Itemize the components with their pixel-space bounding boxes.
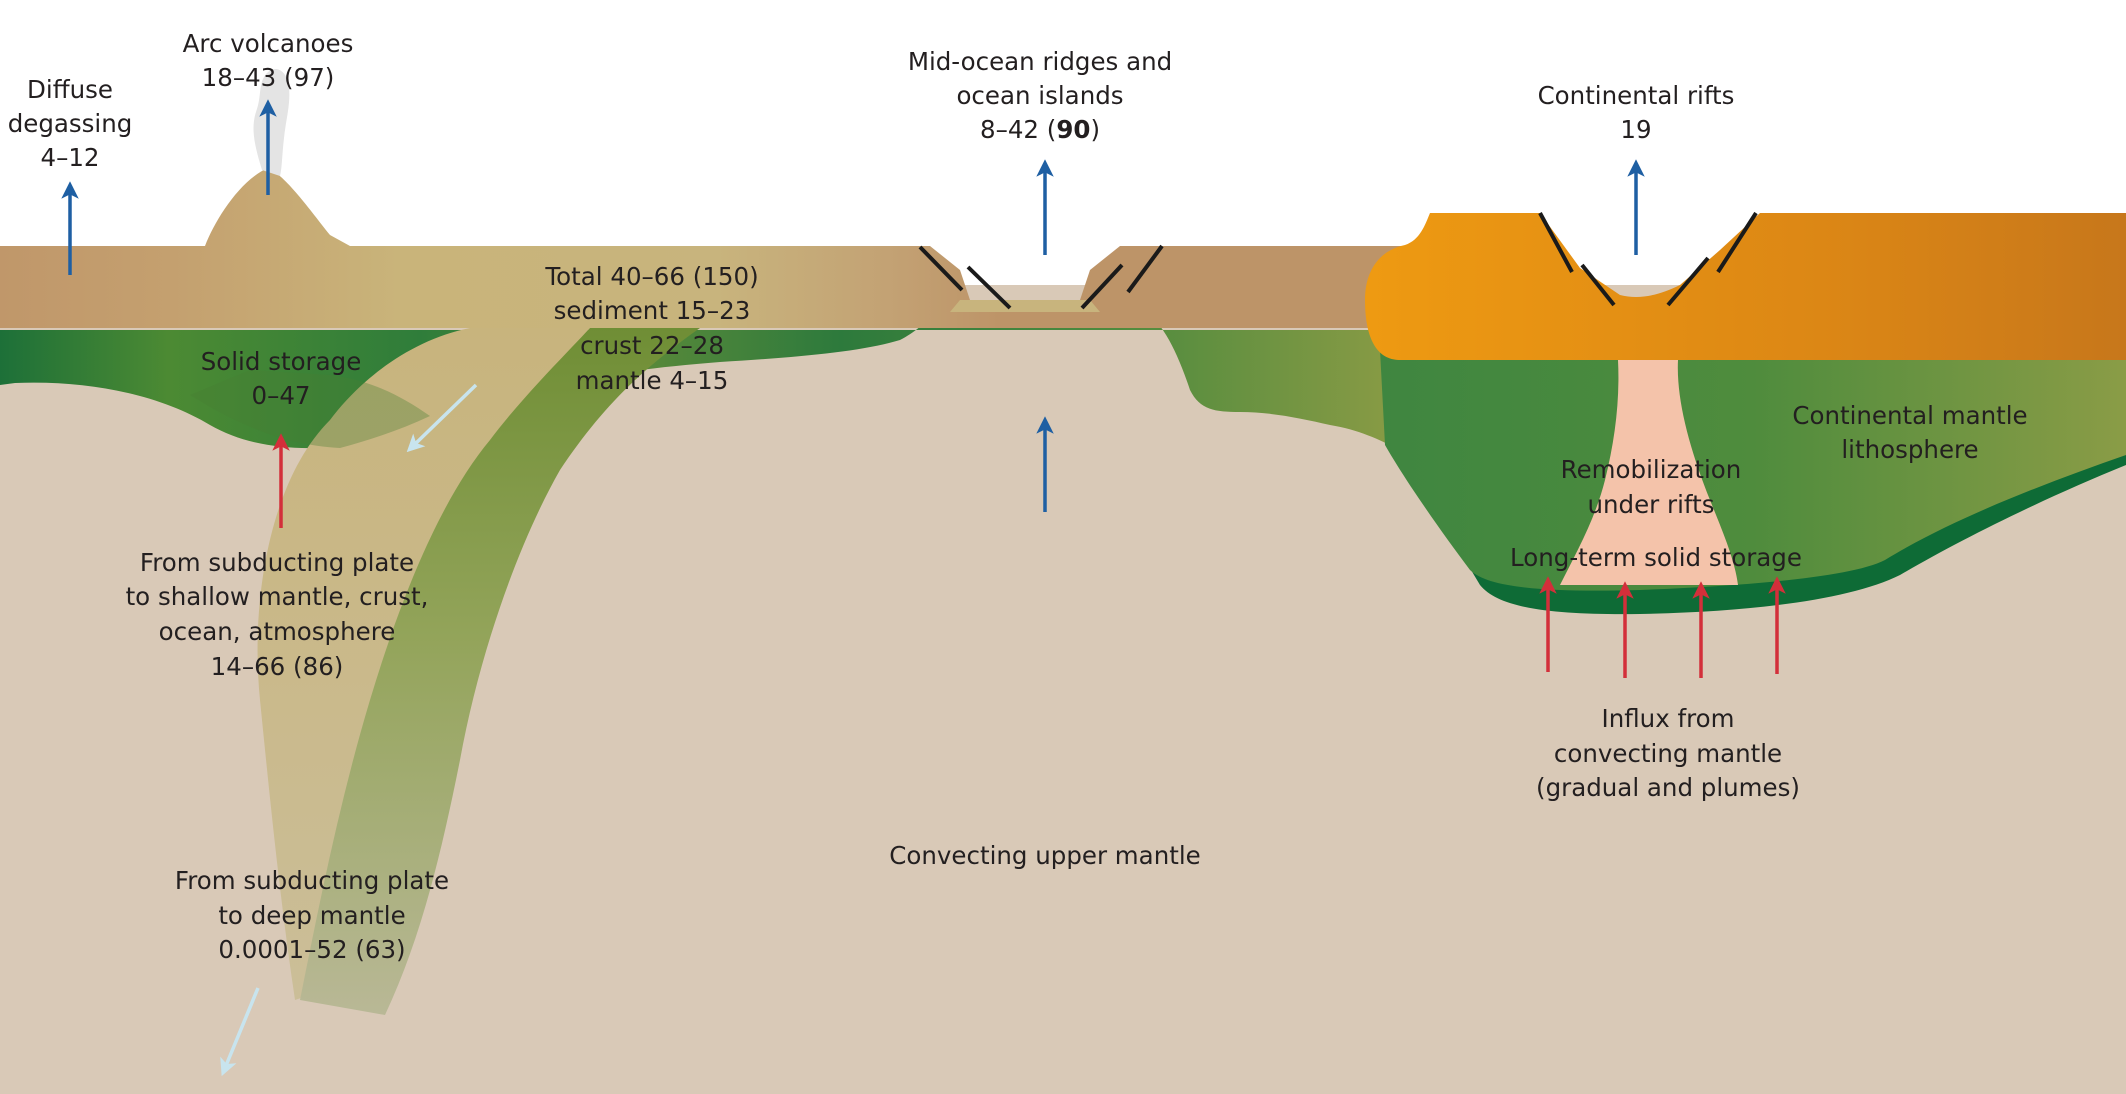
solid-storage-value: 0–47 bbox=[251, 381, 310, 410]
long-term-storage-label: Long-term solid storage bbox=[1510, 543, 1802, 572]
rift-faults bbox=[1538, 211, 1758, 307]
subduction-sediment-label: sediment 15–23 bbox=[554, 296, 751, 325]
subducting-lithosphere bbox=[300, 328, 700, 1015]
shallow-return-label: to shallow mantle, crust, bbox=[126, 582, 429, 611]
influx-label: (gradual and plumes) bbox=[1536, 773, 1800, 802]
continental-mantle-lithosphere-label: lithosphere bbox=[1841, 435, 1978, 464]
mid-ocean-ridges-label: Mid-ocean ridges and bbox=[908, 47, 1172, 76]
continental-rifts-value: 19 bbox=[1620, 115, 1651, 144]
shallow-return-value: 14–66 (86) bbox=[211, 652, 344, 681]
volcano-smoke-plume bbox=[253, 68, 290, 176]
diffuse-degassing-label: Diffuse bbox=[27, 75, 113, 104]
convecting-mantle-label: Convecting upper mantle bbox=[889, 841, 1200, 870]
diffuse-degassing-value: 4–12 bbox=[40, 143, 99, 172]
influx-label: convecting mantle bbox=[1554, 739, 1782, 768]
rift-plume bbox=[1560, 360, 1738, 585]
subduction-arrows bbox=[220, 383, 478, 1077]
continental-mantle-lithosphere-label: Continental mantle bbox=[1792, 401, 2027, 430]
solid-storage-label: Solid storage bbox=[201, 347, 362, 376]
influx-label: Influx from bbox=[1601, 704, 1734, 733]
mid-ocean-ridges-value: 8–42 (90) bbox=[980, 115, 1100, 144]
deep-mantle-label: to deep mantle bbox=[218, 901, 405, 930]
subduction-arrow-deep bbox=[220, 987, 260, 1077]
arc-volcanoes-label: Arc volcanoes bbox=[183, 29, 354, 58]
labels: Diffuse degassing 4–12 Arc volcanoes 18–… bbox=[8, 29, 2028, 964]
deep-mantle-label: From subducting plate bbox=[175, 866, 449, 895]
diffuse-degassing-label: degassing bbox=[8, 109, 133, 138]
influx-arrows bbox=[272, 433, 1786, 678]
solid-storage-wedge bbox=[190, 370, 430, 448]
continental-mantle-lithosphere bbox=[1380, 340, 2126, 591]
degassing-arrows bbox=[61, 99, 1645, 512]
remobilization-label: Remobilization bbox=[1561, 455, 1742, 484]
ridge-faults bbox=[918, 244, 1164, 310]
ridge-crest bbox=[950, 300, 1100, 312]
subduction-crust-label: crust 22–28 bbox=[580, 331, 724, 360]
surface-crust bbox=[0, 168, 1430, 328]
subduction-mantle-label: mantle 4–15 bbox=[576, 366, 729, 395]
remobilization-label: under rifts bbox=[1588, 490, 1715, 519]
continent bbox=[1365, 213, 2126, 360]
deep-mantle-value: 0.0001–52 (63) bbox=[218, 935, 405, 964]
shallow-return-label: ocean, atmosphere bbox=[159, 617, 396, 646]
mid-ocean-ridges-label: ocean islands bbox=[956, 81, 1123, 110]
continental-rifts-label: Continental rifts bbox=[1538, 81, 1735, 110]
subduction-total-label: Total 40–66 (150) bbox=[544, 262, 758, 291]
arc-volcanoes-value: 18–43 (97) bbox=[202, 63, 335, 92]
subduction-arrow-shallow bbox=[406, 383, 478, 453]
shallow-return-label: From subducting plate bbox=[140, 548, 414, 577]
